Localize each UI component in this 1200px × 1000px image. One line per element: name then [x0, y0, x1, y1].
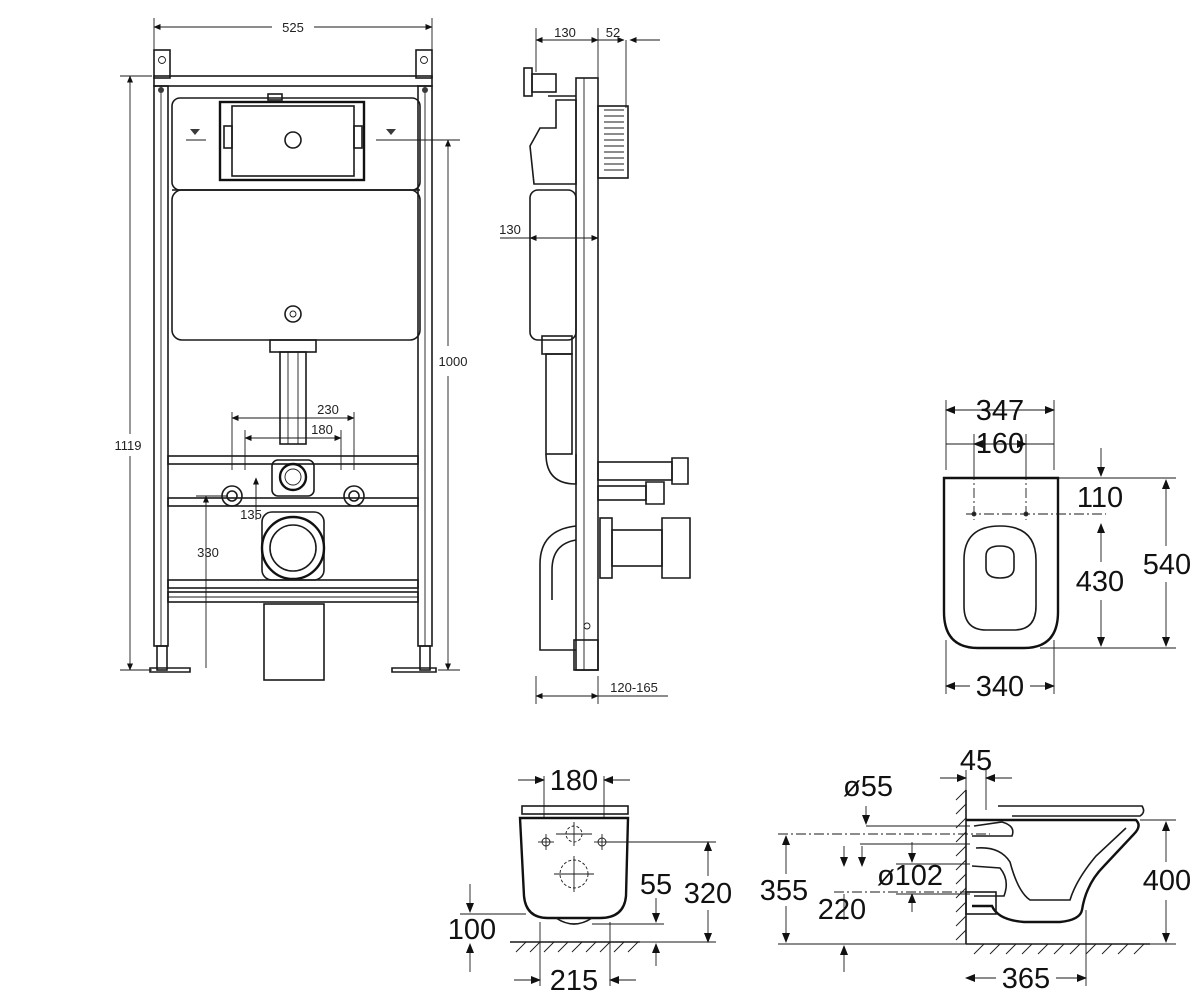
side-depth-mid-label: 130	[499, 222, 521, 237]
toilet-rear-view: 180 100	[448, 765, 732, 997]
frame-front-view: 525	[115, 18, 468, 681]
outlet-height-label: 330	[197, 545, 219, 560]
side-depth-adjust-label: 120-165	[610, 680, 658, 695]
toilet-side-view: 45 ø55 ø102 355 220	[760, 745, 1191, 995]
rear-width-top-label: 180	[550, 765, 598, 797]
side-depth-plate-label: 52	[606, 25, 620, 40]
rear-offset-label: 55	[640, 869, 672, 901]
top-width-inner-label: 160	[976, 428, 1024, 460]
cistern-height-label: 1000	[439, 354, 468, 369]
top-width-bottom-label: 340	[976, 671, 1024, 703]
side-inlet-depth-label: 45	[960, 745, 992, 777]
outlet-offset-label: 135	[240, 507, 262, 522]
rear-height-label: 320	[684, 878, 732, 910]
top-width-outer-label: 347	[976, 395, 1024, 427]
side-outlet-height-label: 220	[818, 894, 866, 926]
rear-base-height-label: 100	[448, 914, 496, 946]
frame-width-label: 525	[282, 20, 304, 35]
side-outlet-diameter-label: ø102	[877, 860, 943, 892]
side-inlet-diameter-label: ø55	[843, 771, 893, 803]
top-bolt-length-label: 430	[1076, 566, 1124, 598]
frame-side-view: 130 52 130	[499, 25, 691, 704]
top-length-label: 540	[1143, 549, 1191, 581]
rear-width-bottom-label: 215	[550, 965, 598, 997]
side-depth-top-label: 130	[554, 25, 576, 40]
side-length-label: 365	[1002, 963, 1050, 995]
bolt-spacing-outer-label: 230	[317, 402, 339, 417]
toilet-top-view: 347 160 110 430 540 340	[942, 395, 1191, 703]
bolt-spacing-inner-label: 180	[311, 422, 333, 437]
side-bowl-height-label: 400	[1143, 865, 1191, 897]
frame-height-label: 1119	[115, 438, 142, 453]
top-bolt-offset-label: 110	[1077, 482, 1123, 514]
side-total-height-label: 355	[760, 875, 808, 907]
